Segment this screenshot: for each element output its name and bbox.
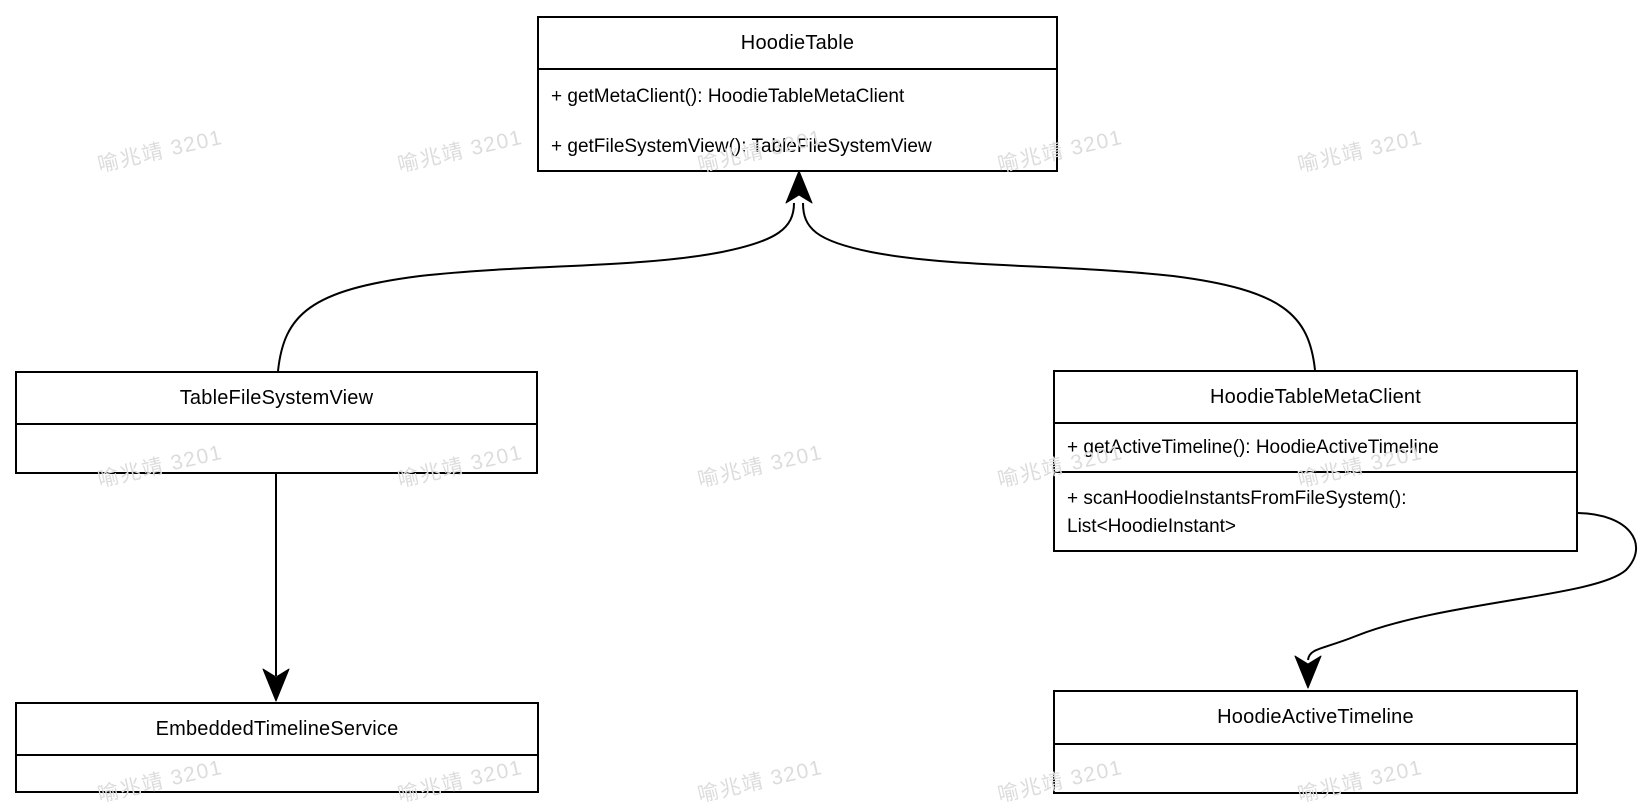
class-box-hoodieactivetimeline: HoodieActiveTimeline [1053, 690, 1578, 794]
method-label: + getActiveTimeline(): HoodieActiveTimel… [1067, 436, 1439, 458]
connector-metaclient-to-hoodieactivetimeline [1307, 512, 1637, 661]
connector-tablefilesystemview-to-hoodietable [277, 202, 795, 372]
class-title-hoodietable: HoodieTable [539, 18, 1056, 70]
class-box-embeddedtimelineservice: EmbeddedTimelineService [15, 702, 539, 793]
class-empty-section [17, 756, 537, 793]
class-methods-hoodietable: + getMetaClient(): HoodieTableMetaClient… [539, 70, 1056, 172]
class-title-embeddedtimelineservice: EmbeddedTimelineService [17, 704, 537, 756]
method-label: List<HoodieInstant> [1067, 516, 1237, 537]
class-box-hoodietablemetaclient: HoodieTableMetaClient + getActiveTimelin… [1053, 370, 1578, 552]
class-title-tablefilesystemview: TableFileSystemView [17, 373, 536, 425]
arrowhead-down-hoodieactivetimeline [1294, 655, 1322, 689]
class-methods-section-2: + scanHoodieInstantsFromFileSystem(): Li… [1055, 473, 1576, 550]
arrowhead-down-embeddedtimelineservice [262, 668, 290, 702]
class-methods-section-1: + getActiveTimeline(): HoodieActiveTimel… [1055, 424, 1576, 473]
arrowhead-up-hoodietable [785, 170, 813, 204]
method-label: + getMetaClient(): HoodieTableMetaClient [551, 86, 905, 107]
method-label: + scanHoodieInstantsFromFileSystem(): [1067, 488, 1407, 509]
class-empty-section [17, 425, 536, 474]
method-label: + getFileSystemView(): TableFileSystemVi… [551, 136, 932, 157]
class-box-hoodietable: HoodieTable + getMetaClient(): HoodieTab… [537, 16, 1058, 172]
connector-metaclient-to-hoodietable [802, 202, 1316, 371]
class-title-hoodietablemetaclient: HoodieTableMetaClient [1055, 372, 1576, 424]
class-box-tablefilesystemview: TableFileSystemView [15, 371, 538, 474]
class-empty-section [1055, 745, 1576, 794]
class-title-hoodieactivetimeline: HoodieActiveTimeline [1055, 692, 1576, 745]
